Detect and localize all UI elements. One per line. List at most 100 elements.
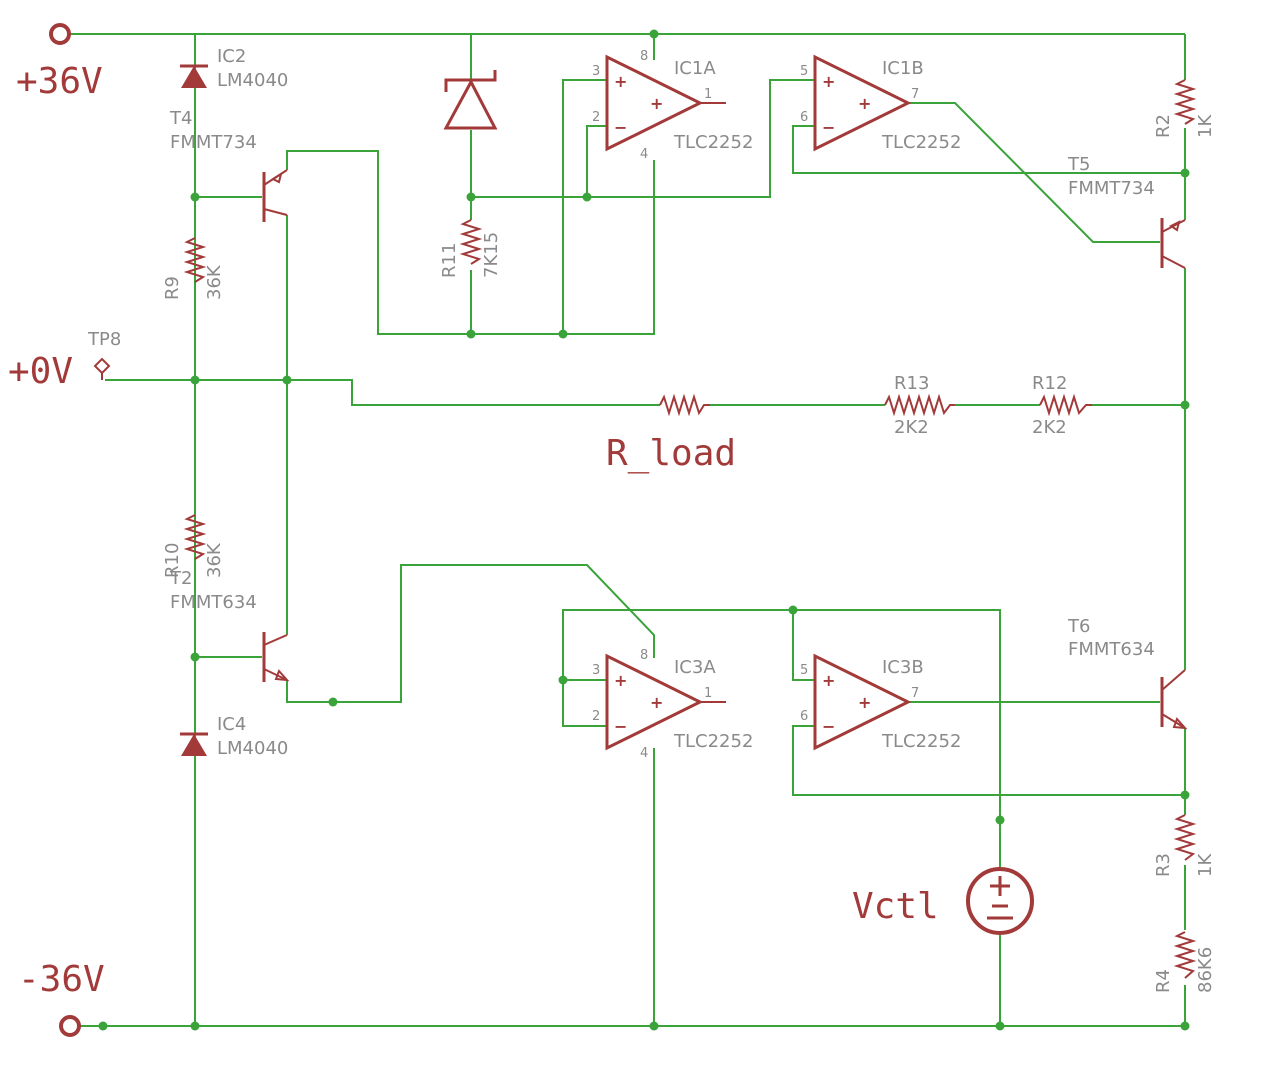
svg-text:+: + (614, 72, 627, 91)
ic1b-pin-neg: 6 (800, 110, 808, 125)
r10-ref: R10 (162, 543, 183, 578)
t2-ref: T2 (169, 568, 192, 589)
ic2-value: LM4040 (217, 70, 288, 91)
t4-value: FMMT734 (170, 132, 257, 153)
r9-value: 36K (204, 264, 225, 300)
rail-negative-terminal (59, 1015, 81, 1037)
ic3b-pin-out: 7 (911, 686, 919, 701)
ic3b-pin-neg: 6 (800, 709, 808, 724)
transistor-t6: T6 FMMT634 (1067, 616, 1188, 730)
ic1b-pin-pos: 5 (800, 64, 808, 79)
svg-text:−: − (614, 717, 627, 736)
svg-text:+: + (858, 693, 871, 712)
svg-text:+: + (822, 72, 835, 91)
t6-ref: T6 (1067, 616, 1090, 637)
zener-ic2-body (181, 66, 207, 88)
transistor-t4: T4 FMMT734 (169, 108, 288, 222)
ic3a-pin-vee: 4 (640, 746, 648, 761)
ic3a-pin-vcc: 8 (640, 648, 648, 663)
ic1a-value: TLC2252 (673, 132, 753, 153)
transistor-t5: T5 FMMT734 (1067, 154, 1186, 269)
ic1a-pin-vcc: 8 (640, 49, 648, 64)
ic3b-ref: IC3B (882, 657, 924, 678)
t5-ref: T5 (1067, 154, 1090, 175)
ic1b-value: TLC2252 (881, 132, 961, 153)
t5-value: FMMT734 (1068, 178, 1155, 199)
ic1a-pin-vee: 4 (640, 147, 648, 162)
r12-ref: R12 (1032, 373, 1067, 394)
r4-ref: R4 (1153, 969, 1174, 993)
rail-negative: -36V (18, 959, 105, 1037)
t6-value: FMMT634 (1068, 639, 1155, 660)
resistor-r3: R3 1K (1153, 814, 1216, 877)
zener-reference (443, 70, 498, 130)
zener-ic2: IC2 LM4040 (180, 46, 288, 91)
svg-text:−: − (614, 118, 627, 137)
svg-text:+: + (822, 671, 835, 690)
r13-value: 2K2 (894, 417, 929, 438)
r2-value: 1K (1195, 114, 1216, 138)
svg-text:+: + (650, 94, 663, 113)
test-point-label: TP8 (87, 329, 121, 350)
svg-text:+: + (858, 94, 871, 113)
svg-text:−: − (822, 118, 835, 137)
rail-positive-label: +36V (16, 61, 103, 102)
r11-ref: R11 (439, 243, 460, 278)
voltage-source-icon (966, 867, 1034, 935)
r3-value: 1K (1195, 853, 1216, 877)
r12-value: 2K2 (1032, 417, 1067, 438)
test-point-marker (93, 357, 111, 375)
r3-ref: R3 (1153, 853, 1174, 877)
ic3b-pin-pos: 5 (800, 663, 808, 678)
rail-positive-terminal (49, 23, 71, 45)
r4-value: 86K6 (1195, 947, 1216, 993)
voltage-source-vctl: Vctl (852, 867, 1034, 935)
resistor-rload (659, 393, 710, 417)
ic3b-value: TLC2252 (881, 731, 961, 752)
ic1b-ref: IC1B (882, 58, 924, 79)
r13-ref: R13 (894, 373, 929, 394)
zener-ic4-body (181, 734, 207, 756)
opamp-ic3b: + − + 5 6 7 IC3B TLC2252 (800, 653, 961, 752)
ic4-value: LM4040 (217, 738, 288, 759)
t4-ref: T4 (169, 108, 192, 129)
resistor-r2: R2 1K (1153, 79, 1216, 138)
resistor-r9: R9 36K (162, 237, 225, 300)
ic1a-pin-neg: 2 (592, 110, 600, 125)
opamp-ic1a: + − + 3 2 1 8 4 IC1A TLC2252 (592, 49, 753, 162)
vctl-label: Vctl (852, 886, 939, 927)
svg-text:+: + (650, 693, 663, 712)
svg-text:−: − (822, 717, 835, 736)
resistor-r13: R13 2K2 (884, 373, 955, 438)
svg-text:+: + (614, 671, 627, 690)
r2-ref: R2 (1153, 114, 1174, 138)
t2-value: FMMT634 (170, 592, 257, 613)
resistor-r10: R10 36K (162, 514, 225, 578)
ic3a-pin-pos: 3 (592, 663, 600, 678)
opamp-ic1b: + − + 5 6 7 IC1B TLC2252 (800, 54, 961, 153)
ic3a-pin-out: 1 (704, 686, 712, 701)
ic1a-pin-out: 1 (704, 87, 712, 102)
opamp-ic3a: + − + 3 2 1 8 4 IC3A TLC2252 (592, 648, 753, 761)
r10-value: 36K (204, 542, 225, 578)
ic1a-pin-pos: 3 (592, 64, 600, 79)
r11-value: 7K15 (481, 232, 502, 278)
resistor-r12: R12 2K2 (1032, 373, 1092, 438)
junctions (98, 29, 1190, 1031)
load-label: R_load (606, 433, 736, 474)
test-point-tp8: TP8 +0V (8, 329, 121, 392)
ic1a-ref: IC1A (674, 58, 716, 79)
ic1b-pin-out: 7 (911, 87, 919, 102)
ic3a-value: TLC2252 (673, 731, 753, 752)
resistor-r4: R4 86K6 (1153, 931, 1216, 993)
rail-zero-label: +0V (8, 351, 73, 392)
zener-ic4: IC4 LM4040 (180, 714, 288, 759)
resistor-r11: R11 7K15 (439, 219, 502, 278)
rail-negative-label: -36V (18, 959, 105, 1000)
ic2-ref: IC2 (217, 46, 246, 67)
ic4-ref: IC4 (217, 714, 246, 735)
ic3a-pin-neg: 2 (592, 709, 600, 724)
r9-ref: R9 (162, 276, 183, 300)
ic3a-ref: IC3A (674, 657, 716, 678)
